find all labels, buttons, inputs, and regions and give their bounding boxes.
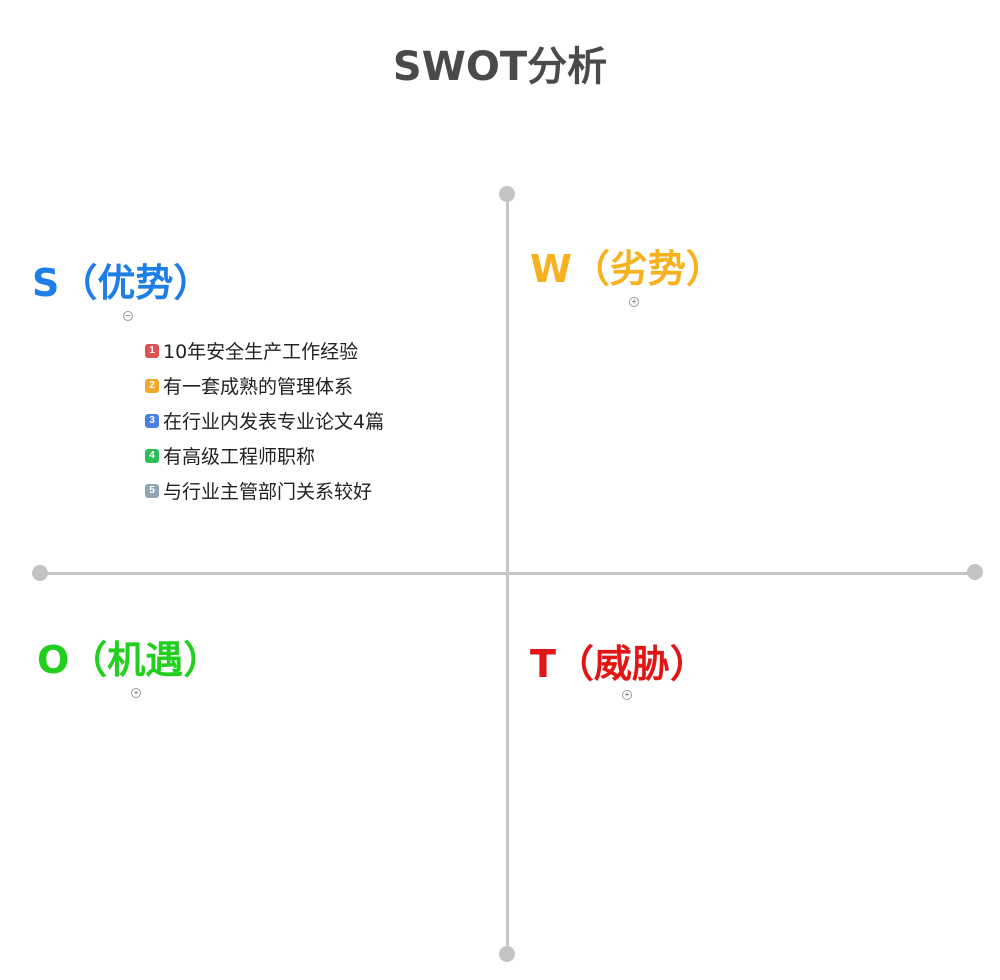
axis-top-endpoint (499, 186, 515, 202)
collapse-icon[interactable]: − (123, 311, 133, 321)
list-item[interactable]: 4 有高级工程师职称 (145, 438, 384, 473)
list-item-text: 有一套成熟的管理体系 (163, 376, 354, 398)
diagram-title: SWOT分析 (392, 44, 608, 90)
priority-badge: 5 (145, 483, 159, 498)
priority-badge: 1 (145, 343, 159, 358)
priority-badge: 3 (145, 413, 159, 428)
expand-icon[interactable]: + (131, 688, 141, 698)
priority-badge: 4 (145, 448, 159, 463)
list-item-text: 在行业内发表专业论文4篇 (163, 411, 385, 433)
axis-left-endpoint (32, 565, 48, 581)
expand-icon[interactable]: + (622, 690, 632, 700)
list-item[interactable]: 1 10年安全生产工作经验 (145, 333, 384, 368)
threats-title: T（威胁） (530, 642, 708, 686)
weaknesses-title: W（劣势） (530, 247, 724, 291)
list-item-text: 有高级工程师职称 (163, 446, 316, 468)
list-item-text: 10年安全生产工作经验 (163, 341, 359, 363)
vertical-axis (506, 194, 509, 956)
strengths-title: S（优势） (32, 261, 212, 305)
list-item[interactable]: 2 有一套成熟的管理体系 (145, 368, 384, 403)
strengths-list: 1 10年安全生产工作经验 2 有一套成熟的管理体系 3 在行业内发表专业论文4篇 4 有高级… (145, 333, 384, 508)
opportunities-title: O（机遇） (37, 638, 222, 682)
axis-bottom-endpoint (499, 946, 515, 962)
list-item[interactable]: 3 在行业内发表专业论文4篇 (145, 403, 384, 438)
axis-right-endpoint (967, 564, 983, 580)
list-item[interactable]: 5 与行业主管部门关系较好 (145, 473, 384, 508)
horizontal-axis (40, 572, 976, 575)
expand-icon[interactable]: + (629, 297, 639, 307)
priority-badge: 2 (145, 378, 159, 393)
list-item-text: 与行业主管部门关系较好 (163, 481, 373, 503)
